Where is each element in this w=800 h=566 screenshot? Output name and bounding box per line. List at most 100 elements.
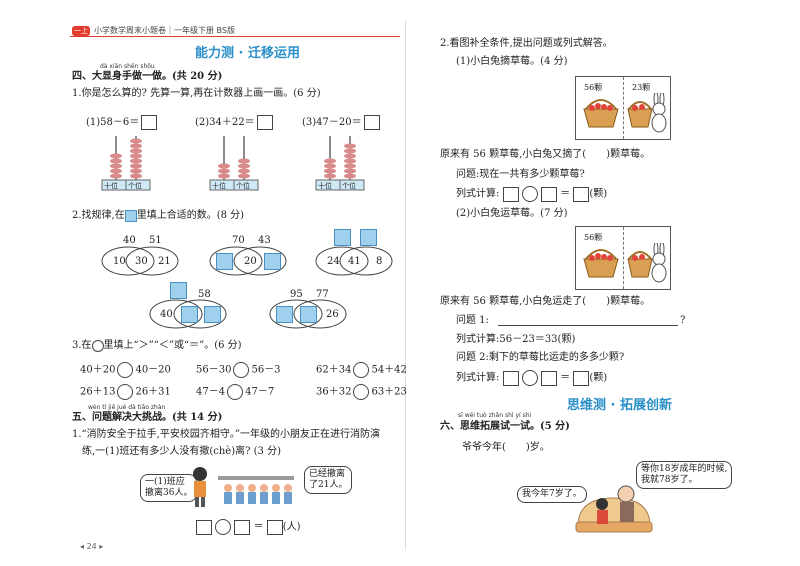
venn-4 [149,299,227,329]
venn-2-center: 20 [244,256,257,267]
venn-2-answer-left[interactable] [216,253,233,270]
abacus-item-2: (2)34＋22＝ [195,115,273,130]
q5-title: 五、问题解决大挑战。(共 14 分) [72,412,223,423]
compare-circle[interactable] [227,384,244,400]
answer-box[interactable] [540,186,557,202]
venn-2-answer-right[interactable] [264,253,281,270]
q4-p2-title: 2.找规律,在里填上合适的数。(8 分) [72,209,245,222]
venn-1-right: 21 [158,256,171,267]
answer-box[interactable] [266,519,283,535]
q6-text: 爷爷今年( )岁。 [462,442,550,453]
answer-box[interactable] [573,186,590,202]
abacus-1-label-tens: 十位 [104,182,118,190]
compare-circle[interactable] [353,384,370,400]
venn-3-center: 41 [348,256,361,267]
answer-box[interactable] [540,370,557,386]
venn-4-left: 40 [160,309,173,320]
venn-5-right: 26 [326,309,339,320]
answer-box[interactable] [141,115,158,130]
abacus-2-label-ones: 个位 [236,182,250,190]
q4-pinyin: dà xiǎn shēn shǒu [100,63,155,70]
venn-2-top-b: 43 [258,235,271,246]
venn-1-top-b: 51 [149,235,162,246]
answer-box[interactable] [502,186,519,202]
compare-circle[interactable] [353,362,370,378]
blue-square-icon [124,209,137,222]
venn-1-top-a: 40 [123,235,136,246]
venn-5-top-b: 77 [316,289,329,300]
header-title: 小学数学周末小题卷｜一年级下册 BS版 [94,26,235,35]
venn-4-top: 58 [198,289,211,300]
abacus-3-label-ones: 个位 [342,182,356,190]
circle-icon [91,339,104,352]
answer-box[interactable] [234,519,251,535]
rabbit-icon [651,243,667,283]
q2-p1-title: (1)小白兔摘草莓。(4 分) [456,56,568,67]
speech-bubble-grandpa: 等你18岁成年的时候,我就78岁了。 [636,461,733,489]
q2-p2-q2: 问题 2:剩下的草莓比运走的多多少颗? [456,352,625,363]
venn-3-right: 8 [376,256,383,267]
speech-bubble-child: 我今年7岁了。 [517,486,587,503]
venn-3-answer-top-a[interactable] [334,229,351,246]
center-divider [405,20,406,550]
abacus-1[interactable] [100,132,152,192]
operator-circle[interactable] [215,519,232,535]
q2-p2-equation: 列式计算: ＝ (颗) [456,370,607,386]
q2-p2-calc1: 列式计算:56－23＝33(颗) [456,334,576,345]
answer-box[interactable] [256,115,273,130]
abacus-1-label-ones: 个位 [128,182,142,190]
abacus-2[interactable] [208,132,260,192]
basket-icon [627,251,653,278]
abacus-item-1: (1)58－6＝ [86,115,158,130]
operator-circle[interactable] [521,186,538,202]
q5-p1-equation: ＝ (人) [196,519,301,535]
q5-p1-line1: 1.“消防安全于拉手,平安校园齐相守。”一年级的小朋友正在进行消防演 [72,429,380,440]
rabbit-icon [651,93,667,133]
compare-circle[interactable] [233,362,250,378]
q2-title: 2.看图补全条件,提出问题或列式解答。 [440,38,613,49]
strawberry-picking-picture: 56颗 23颗 [575,76,671,140]
venn-2-top-a: 70 [232,235,245,246]
answer-box[interactable] [502,370,519,386]
venn-4-answer-right[interactable] [204,306,221,323]
q2-p2-q1-end: ? [680,315,686,326]
q4-p1-title: 1.你是怎么算的? 先算一算,再在计数器上画一画。(6 分) [72,88,321,99]
section-title-ability: 能力测 · 迁移运用 [195,46,300,61]
grandpa-and-child-illustration [575,485,653,533]
venn-5-answer-center[interactable] [300,306,317,323]
label-23: 23颗 [632,83,651,92]
label-56: 56颗 [584,83,603,92]
venn-1 [101,246,179,276]
q4-p3-title: 3.在里填上“＞”“＜”或“＝”。(6 分) [72,339,242,352]
venn-3-answer-top-b[interactable] [360,229,377,246]
q4-title: 四、大显身手做一做。(共 20 分) [72,71,223,82]
speech-bubble-left: 一(1)班应撤离36人。 [140,474,198,502]
venn-5-top-a: 95 [290,289,303,300]
header-rule [70,36,400,37]
abacus-3[interactable] [314,132,366,192]
answer-box[interactable] [573,370,590,386]
question-1-answer-line[interactable] [498,325,678,326]
q6-title: 六、思维拓展试一试。(5 分) [440,421,570,432]
q2-p1-text2: 问题:现在一共有多少颗草莓? [456,169,585,180]
abacus-3-label-tens: 十位 [318,182,332,190]
basket-icon [583,99,619,128]
venn-4-answer-center[interactable] [181,306,198,323]
q6-pinyin: sī wéi tuò zhǎn shì yí shì [458,412,532,419]
operator-circle[interactable] [521,370,538,386]
compare-circle[interactable] [117,384,134,400]
answer-box[interactable] [196,519,212,535]
header-badge: 一上 [72,26,90,36]
q5-pinyin: wèn tí jiě jué dà tiǎo zhàn [88,404,166,411]
venn-5-answer-left[interactable] [276,306,293,323]
answer-box[interactable] [363,115,380,130]
q2-p2-title: (2)小白兔运草莓。(7 分) [456,208,568,219]
venn-1-center: 30 [135,256,148,267]
compare-circle[interactable] [117,362,134,378]
venn-4-answer-top[interactable] [170,282,187,299]
strawberry-moving-picture: 56颗 [575,226,671,290]
